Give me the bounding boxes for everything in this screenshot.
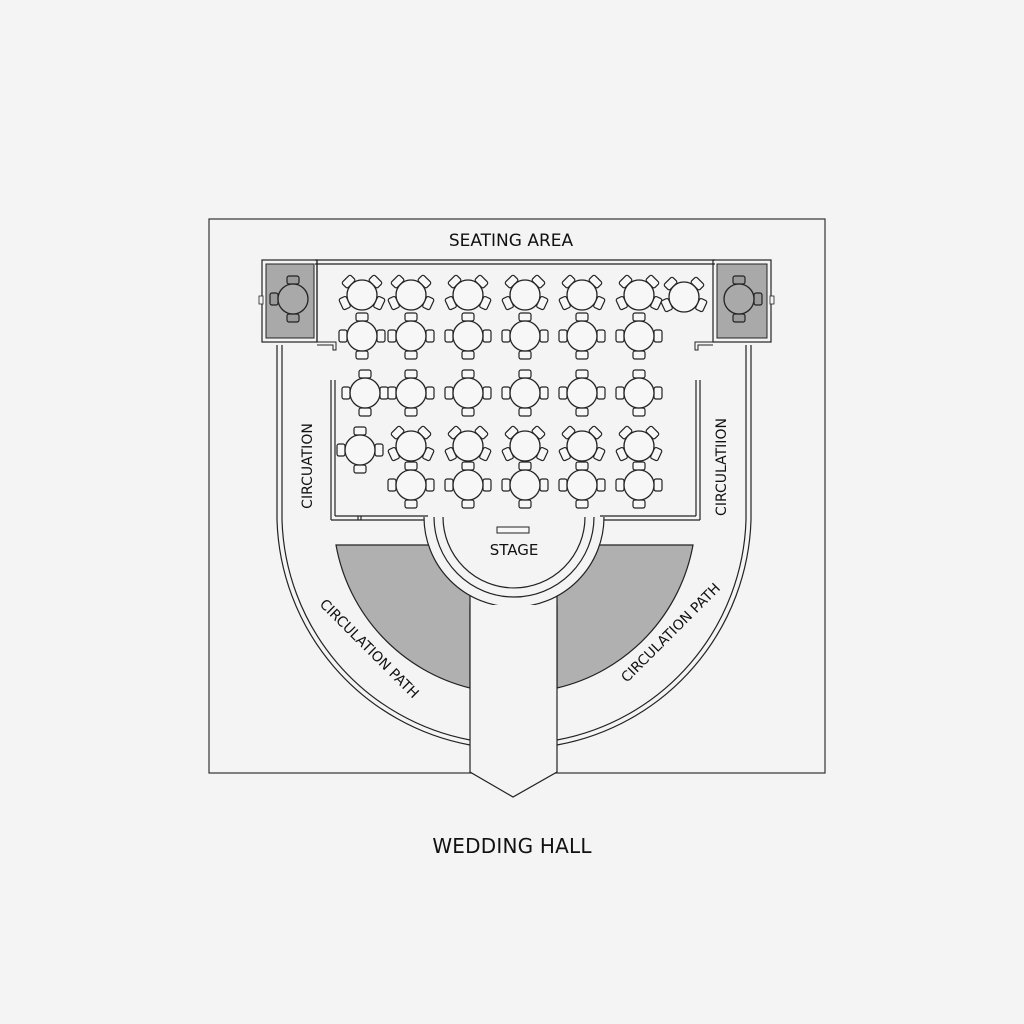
table (558, 369, 606, 417)
table (501, 369, 549, 417)
table (444, 461, 492, 509)
table (558, 312, 606, 360)
stage: STAGE (423, 516, 605, 608)
circulation-label-right: CIRCULATIION (714, 418, 730, 516)
table (443, 273, 493, 311)
table (386, 424, 436, 462)
table (659, 275, 709, 313)
table (338, 312, 386, 360)
circulation-label-left: CIRCUATION (300, 423, 316, 509)
table (387, 312, 435, 360)
table (337, 273, 387, 311)
corner-room-left (258, 259, 337, 351)
table (615, 461, 663, 509)
shaded-areas (335, 544, 694, 689)
corner-room-right (694, 259, 775, 351)
table (615, 369, 663, 417)
seating-area-label: SEATING AREA (449, 231, 574, 251)
table (614, 273, 664, 311)
seating-tables (336, 273, 709, 509)
table (501, 461, 549, 509)
table (336, 426, 384, 474)
table (444, 369, 492, 417)
table (387, 461, 435, 509)
table (615, 312, 663, 360)
diagram-title: WEDDING HALL (432, 834, 592, 858)
table (557, 424, 607, 462)
table (444, 312, 492, 360)
table (386, 273, 436, 311)
stage-label: STAGE (490, 541, 539, 559)
table (500, 424, 550, 462)
table (387, 369, 435, 417)
entrance-aisle (469, 605, 558, 798)
table (558, 461, 606, 509)
table (614, 424, 664, 462)
table (557, 273, 607, 311)
seating-enclosure (315, 259, 715, 521)
circulation-corridor (276, 345, 752, 746)
table (501, 312, 549, 360)
table (500, 273, 550, 311)
table (443, 424, 493, 462)
table (341, 369, 389, 417)
